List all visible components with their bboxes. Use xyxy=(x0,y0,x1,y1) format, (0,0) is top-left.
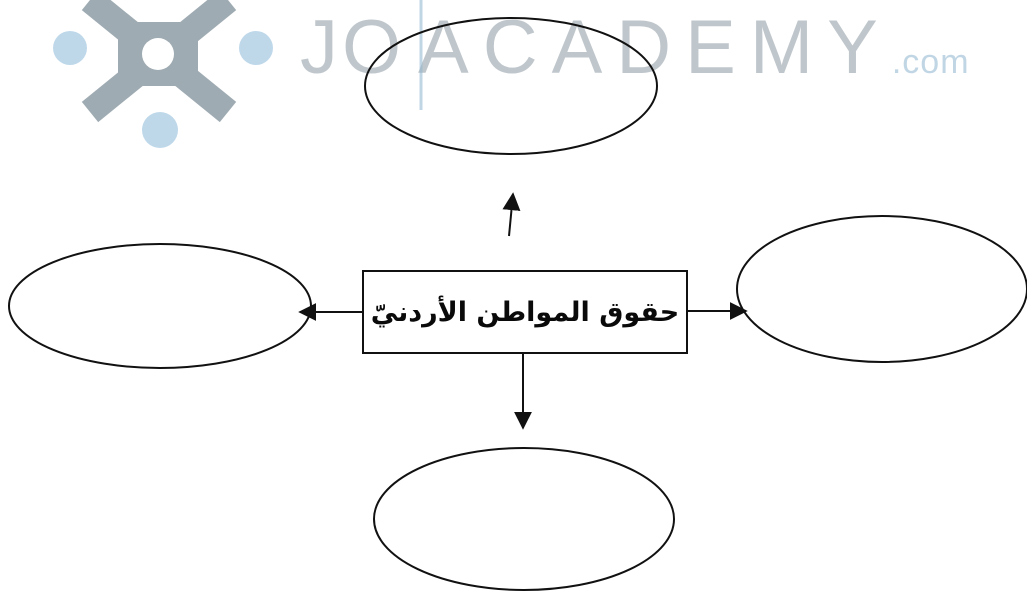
node-top-ellipse xyxy=(364,17,658,155)
node-right-ellipse xyxy=(736,215,1027,363)
center-node-box: حقوق المواطن الأردنيّ xyxy=(362,270,688,354)
node-bottom-ellipse xyxy=(373,447,675,591)
node-left-ellipse xyxy=(8,243,312,369)
center-node-label: حقوق المواطن الأردنيّ xyxy=(370,296,680,328)
arrow-to-top xyxy=(502,192,521,237)
